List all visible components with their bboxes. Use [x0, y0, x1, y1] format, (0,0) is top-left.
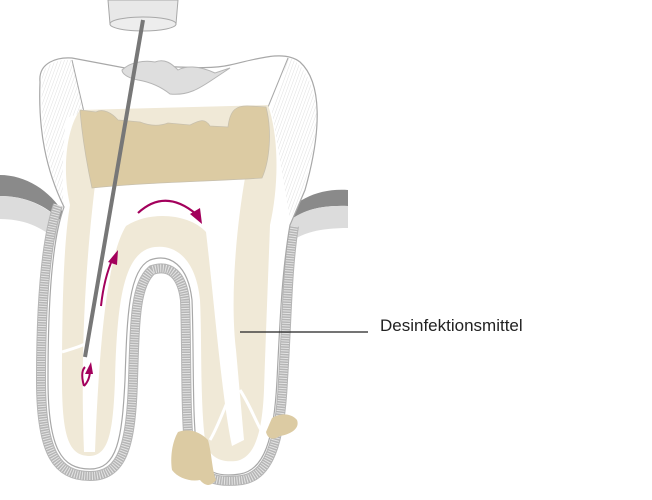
- pulp-canals: [82, 178, 246, 452]
- bone-lesion-left: [171, 430, 216, 485]
- bone-lesion-right: [266, 414, 298, 439]
- enamel-right: [272, 58, 317, 220]
- gum-right: [278, 189, 348, 246]
- endodontic-file: [83, 0, 179, 358]
- flow-arrow-apex: [81, 362, 93, 387]
- crown-temporary-material: [121, 60, 231, 95]
- disinfectant-label: Desinfektionsmittel: [380, 316, 523, 335]
- enamel-left: [41, 59, 84, 205]
- flow-arrow-canal-up: [100, 250, 118, 307]
- flow-arrow-chamber: [137, 199, 202, 224]
